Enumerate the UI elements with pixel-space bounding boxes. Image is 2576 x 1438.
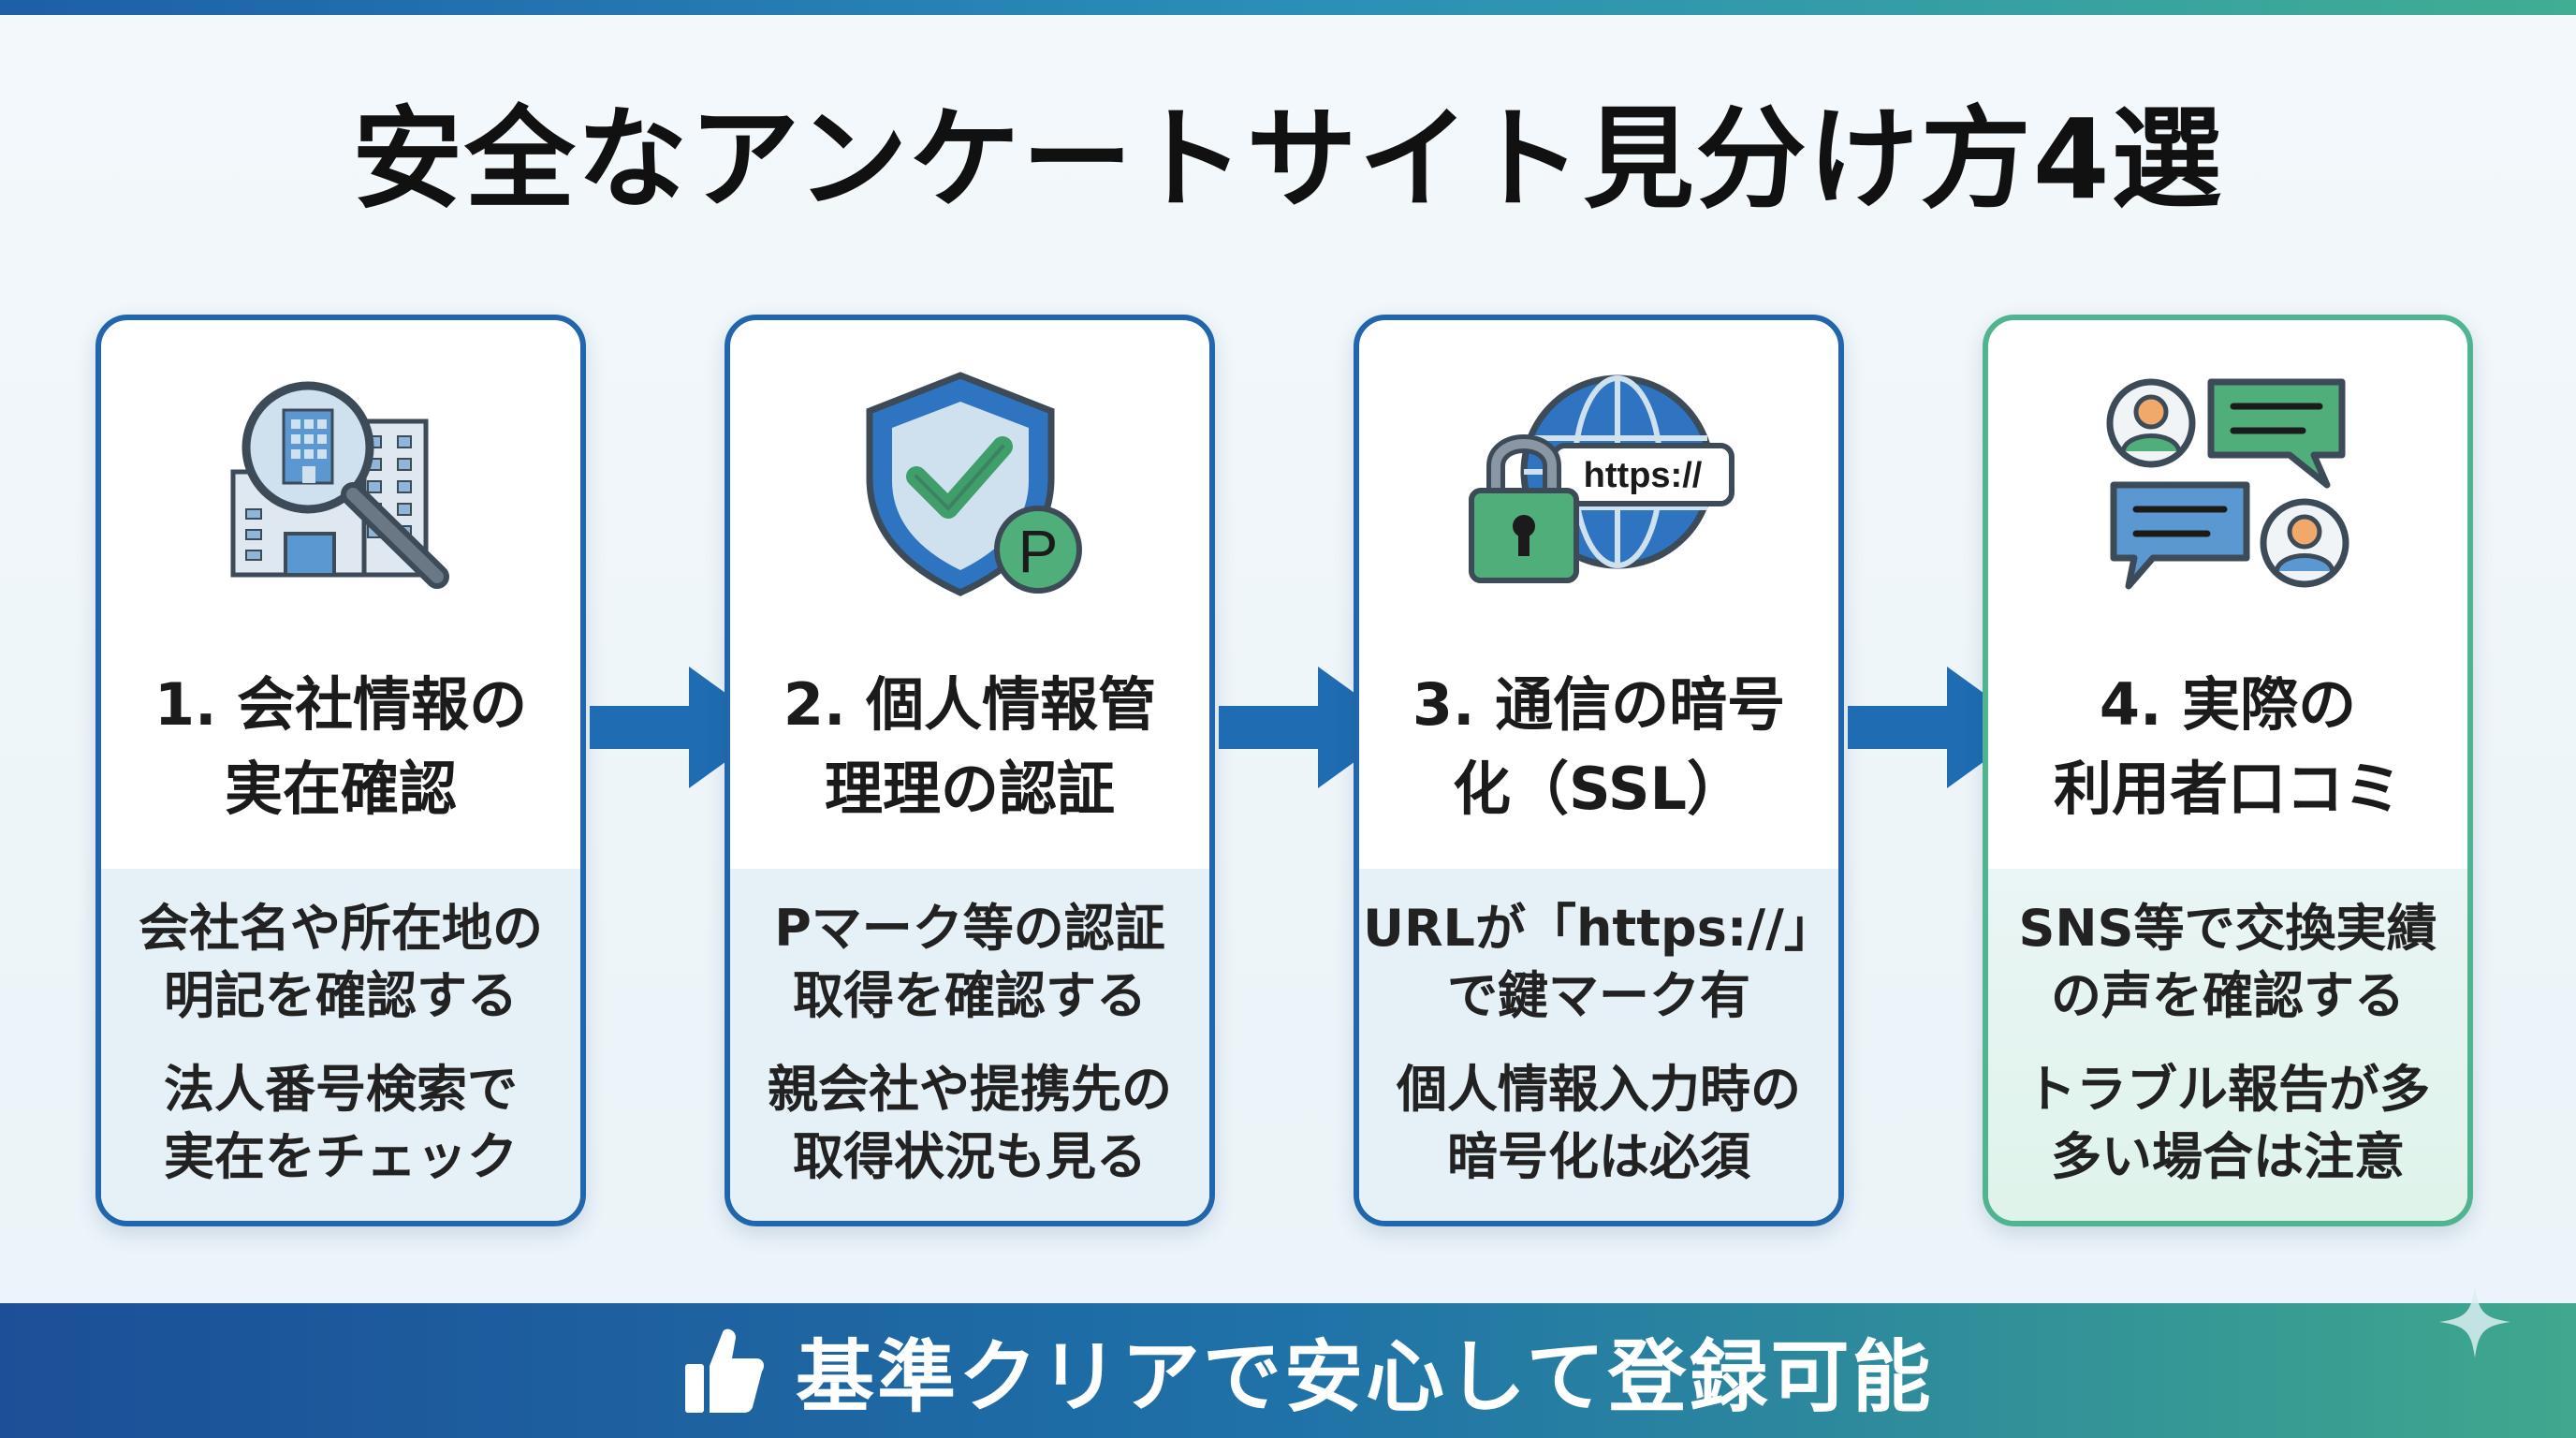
step-heading: 3. 通信の暗号 化（SSL） xyxy=(1359,663,1838,831)
step-heading-line: 3. 通信の暗号 xyxy=(1412,670,1786,739)
step-heading-line: 4. 実際の xyxy=(2099,670,2357,739)
step-description-line: 個人情報入力時の xyxy=(1397,1060,1801,1119)
step-description-line: 取得状況も見る xyxy=(793,1127,1147,1186)
users-chat-icon xyxy=(1988,360,2467,603)
step-description-line: SNS等で交換実績 xyxy=(2018,899,2437,958)
step-heading-line: 2. 個人情報管 xyxy=(783,670,1157,739)
url-label: https:// xyxy=(1584,456,1703,495)
step-card-4: 4. 実際の 利用者口コミ SNS等で交換実績 の声を確認する トラブル報告が多… xyxy=(1983,315,2473,1226)
step-card-2: P 2. 個人情報管 理理の認証 Pマーク等の認証 取得を確認する 親会社や提携… xyxy=(724,315,1215,1226)
sparkle-icon xyxy=(2439,1286,2510,1357)
step-card-3: https:// 3. 通信の暗号 化（SSL） URLが「https://」 … xyxy=(1354,315,1844,1226)
footer-banner: 基準クリアで安心して登録可能 xyxy=(0,1303,2576,1438)
step-description-line: 親会社や提携先の xyxy=(768,1060,1172,1119)
step-heading: 2. 個人情報管 理理の認証 xyxy=(730,663,1209,831)
step-description: Pマーク等の認証 取得を確認する 親会社や提携先の 取得状況も見る xyxy=(730,869,1209,1221)
step-heading-line: 実在確認 xyxy=(224,755,457,823)
step-description-line: 会社名や所在地の xyxy=(139,899,543,958)
step-description-line: の声を確認する xyxy=(2051,966,2405,1025)
step-description: 会社名や所在地の 明記を確認する 法人番号検索で 実在をチェック xyxy=(101,869,580,1221)
step-card-1: 1. 会社情報の 実在確認 会社名や所在地の 明記を確認する 法人番号検索で 実… xyxy=(95,315,586,1226)
step-description-line: 明記を確認する xyxy=(164,966,518,1025)
footer-text: 基準クリアで安心して登録可能 xyxy=(796,1330,1934,1423)
step-heading-line: 1. 会社情報の xyxy=(154,670,528,739)
top-accent-strip xyxy=(0,0,2576,15)
step-description-line: 取得を確認する xyxy=(793,966,1147,1025)
step-description-line: 実在をチェック xyxy=(164,1127,518,1186)
step-description-line: Pマーク等の認証 xyxy=(774,899,1165,958)
footer-content: 基準クリアで安心して登録可能 xyxy=(683,1316,1933,1425)
step-heading-line: 利用者口コミ xyxy=(2053,755,2402,823)
step-heading-line: 化（SSL） xyxy=(1452,755,1746,823)
badge-letter: P xyxy=(1018,518,1059,585)
shield-check-icon: P xyxy=(730,360,1209,603)
step-heading: 1. 会社情報の 実在確認 xyxy=(101,663,580,831)
thumbs-up-icon xyxy=(685,1328,764,1413)
step-description-line: トラブル報告が多 xyxy=(2026,1060,2430,1119)
step-heading-line: 理理の認証 xyxy=(824,755,1115,823)
building-magnifier-icon xyxy=(101,360,580,603)
page-title: 安全なアンケートサイト見分け方4選 xyxy=(352,95,2224,224)
step-description: URLが「https://」 で鍵マーク有 個人情報入力時の 暗号化は必須 xyxy=(1359,869,1838,1221)
step-description: SNS等で交換実績 の声を確認する トラブル報告が多 多い場合は注意 xyxy=(1988,869,2467,1221)
step-description-line: で鍵マーク有 xyxy=(1447,966,1750,1025)
step-description-line: 多い場合は注意 xyxy=(2051,1127,2405,1186)
step-description-line: URLが「https://」 xyxy=(1363,899,1835,958)
step-description-line: 法人番号検索で xyxy=(164,1060,518,1119)
padlock-globe-icon: https:// xyxy=(1359,360,1838,603)
step-description-line: 暗号化は必須 xyxy=(1447,1127,1750,1186)
step-heading: 4. 実際の 利用者口コミ xyxy=(1988,663,2467,831)
